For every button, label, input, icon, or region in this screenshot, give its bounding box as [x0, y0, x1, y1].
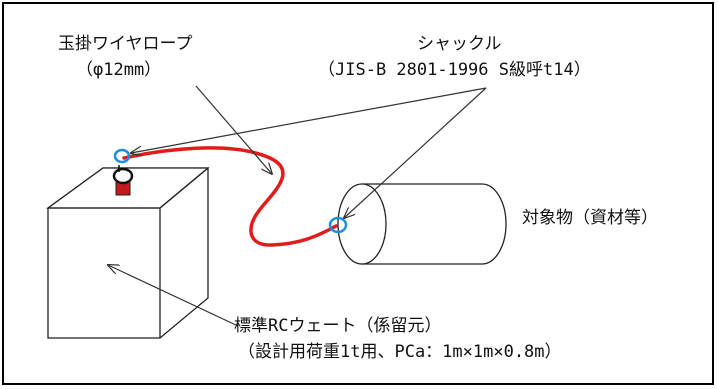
object-name-label: 対象物（資材等）	[522, 208, 658, 228]
arrow-shackle-to-weight	[131, 87, 487, 153]
shackle-at-object	[328, 216, 348, 234]
arrow-weight-label	[108, 265, 239, 327]
rc-weight-cube	[46, 167, 210, 339]
shackle-name-label: シャックル	[417, 34, 502, 54]
target-object-cylinder	[337, 183, 507, 265]
arrow-rope-label	[195, 85, 272, 174]
weight-name-label: 標準RCウェート（係留元）	[234, 316, 442, 336]
leader-arrows	[108, 85, 487, 327]
shackle-spec-label: （JIS-B 2801-1996 S級呼t14）	[318, 60, 591, 80]
anchor-fitting	[112, 165, 134, 196]
weight-spec-label: （設計用荷重1t用、PCa：1m×1m×0.8m）	[238, 342, 562, 362]
wire-rope	[122, 146, 338, 247]
arrow-shackle-to-object	[344, 87, 487, 218]
rope-spec-label: （φ12mm）	[76, 60, 162, 80]
rope-name-label: 玉掛ワイヤロープ	[58, 34, 193, 54]
shackle-at-weight	[113, 148, 131, 164]
